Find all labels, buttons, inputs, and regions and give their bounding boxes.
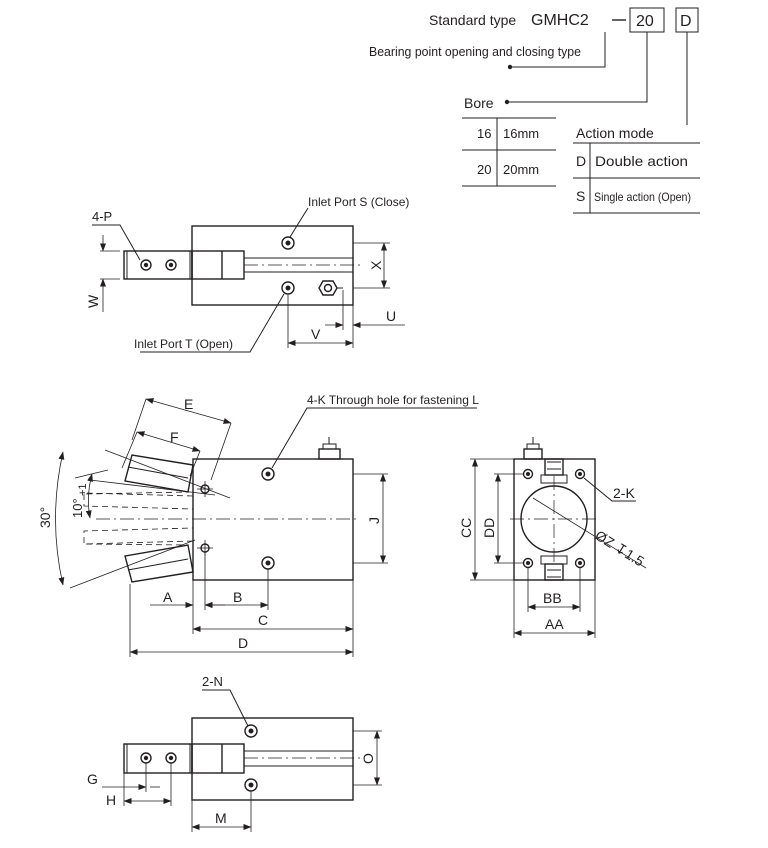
bore-table: 16 16mm 20 20mm: [462, 117, 556, 187]
action-row-2-code: S: [576, 188, 585, 204]
port-close-label: Inlet Port S (Close): [308, 195, 409, 209]
dim-c: C: [258, 612, 268, 628]
action-mode-title: Action mode: [576, 125, 654, 141]
dim-cc: CC: [458, 518, 474, 538]
dim-bb: BB: [543, 590, 562, 606]
type-note: Bearing point opening and closing type: [369, 44, 581, 59]
dim-f: F: [170, 429, 179, 445]
z-label: ØZ ↧1.5: [592, 527, 647, 570]
standard-type-label: Standard type: [429, 12, 516, 28]
dim-j: J: [366, 517, 382, 524]
k-label: 2-K: [613, 485, 635, 501]
n-label: 2-N: [202, 674, 223, 689]
side-view: 2-K ØZ ↧1.5 CC DD BB AA: [458, 437, 647, 638]
dim-aa: AA: [545, 616, 564, 632]
bore-title: Bore: [464, 95, 494, 111]
port-open-label: Inlet Port T (Open): [134, 337, 233, 351]
bore-row-1-size: 16mm: [503, 126, 539, 141]
angle-10: 10°: [70, 498, 85, 518]
dim-e: E: [184, 396, 193, 412]
dim-h: H: [106, 792, 116, 808]
angle-10-tol: +1: [77, 483, 89, 496]
bore-row-2-size: 20mm: [503, 162, 539, 177]
dim-g: G: [87, 771, 98, 787]
dim-u: U: [386, 308, 396, 324]
action-row-2-desc: Single action (Open): [594, 190, 691, 204]
dim-v: V: [311, 326, 321, 342]
dim-w: W: [85, 294, 101, 308]
angle-30: 30°: [37, 507, 53, 528]
top-view: Inlet Port S (Close) Inlet Port T (Open)…: [85, 195, 409, 353]
dim-a: A: [163, 589, 173, 605]
dim-x: X: [368, 260, 384, 270]
hole-note: 4-K Through hole for fastening L: [307, 393, 479, 407]
dim-d: D: [238, 635, 248, 651]
dim-b: B: [233, 589, 242, 605]
dim-dd: DD: [481, 518, 497, 538]
action-code-value: D: [680, 13, 692, 30]
model-code: GMHC2: [531, 12, 589, 29]
bore-code-value: 20: [636, 13, 654, 30]
action-row-1-code: D: [576, 153, 586, 169]
dim-o: O: [360, 753, 376, 764]
order-code-block: Standard type GMHC2 20 D Bearing point o…: [369, 7, 699, 125]
front-view: 30° 10° +1 E F 4-K Through hole for fast…: [37, 393, 479, 657]
bottom-view: 2-N O G H M: [87, 674, 382, 832]
action-mode-table: Action mode D Double action S Single act…: [573, 125, 700, 214]
action-row-1-desc: Double action: [595, 153, 688, 169]
bore-row-2-code: 20: [477, 162, 491, 177]
p-label: 4-P: [92, 209, 112, 224]
dim-m: M: [215, 810, 227, 826]
bore-row-1-code: 16: [477, 126, 491, 141]
